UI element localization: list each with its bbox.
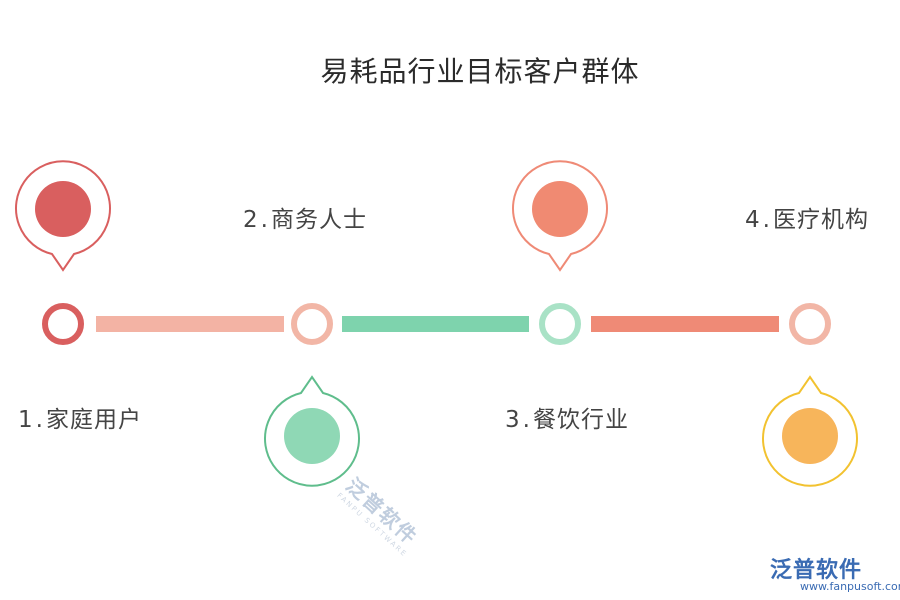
brand-logo: 泛普软件: [770, 552, 862, 584]
item-label-2: 2.商务人士: [243, 207, 367, 233]
connector-bar-3: [591, 316, 779, 332]
connector-bar-1: [96, 316, 284, 332]
item-label-4: 4.医疗机构: [745, 207, 869, 233]
timeline-node-3: [539, 303, 581, 345]
brand-name: 泛普软件: [770, 558, 863, 583]
diagram-title: 易耗品行业目标客户群体: [320, 55, 640, 88]
map-pin-3: [512, 160, 608, 272]
item-label-3: 3.餐饮行业: [505, 407, 629, 433]
map-pin-2: [264, 375, 360, 487]
item-label-1: 1.家庭用户: [18, 407, 142, 433]
brand-url: www.fanpusoft.com: [800, 580, 900, 593]
connector-bar-2: [342, 316, 529, 332]
map-pin-4: [762, 375, 858, 487]
timeline-node-1: [42, 303, 84, 345]
map-pin-1: [15, 160, 111, 272]
timeline-node-4: [789, 303, 831, 345]
timeline-node-2: [291, 303, 333, 345]
